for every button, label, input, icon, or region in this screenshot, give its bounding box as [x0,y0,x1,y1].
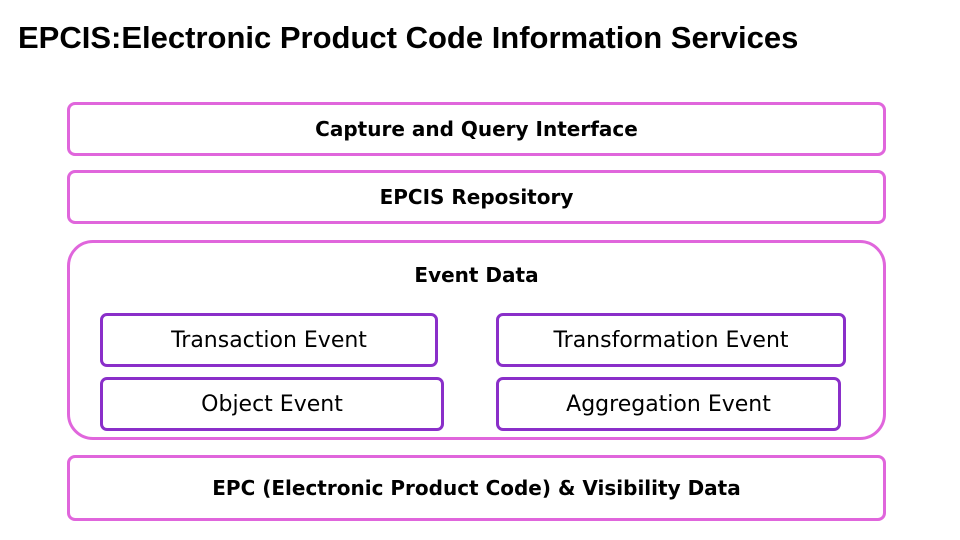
transformation-event-box: Transformation Event [496,313,846,367]
object-event-box: Object Event [100,377,444,431]
capture-query-interface-layer: Capture and Query Interface [67,102,886,156]
aggregation-event-box: Aggregation Event [496,377,841,431]
epcis-repository-layer: EPCIS Repository [67,170,886,224]
event-data-layer: Event Data Transaction Event Transformat… [67,240,886,440]
event-data-title: Event Data [414,263,539,287]
page-title: EPCIS:Electronic Product Code Informatio… [18,20,799,55]
epc-visibility-data-layer: EPC (Electronic Product Code) & Visibili… [67,455,886,521]
transaction-event-box: Transaction Event [100,313,438,367]
